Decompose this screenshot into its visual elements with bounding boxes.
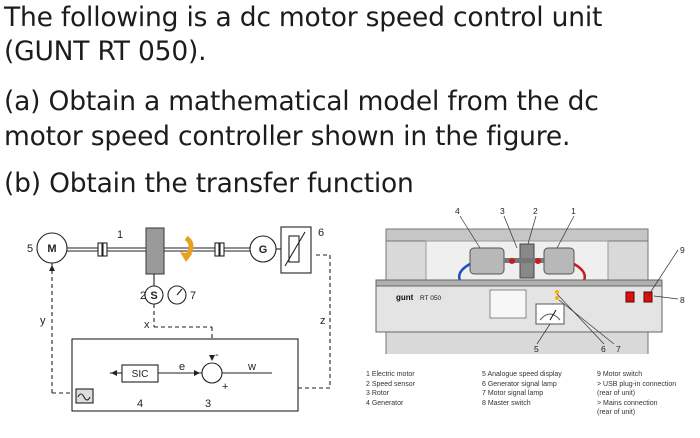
callout-1: 1	[571, 206, 576, 216]
legend-item: 6 Generator signal lamp	[482, 380, 562, 390]
controller-label: SIC	[132, 369, 149, 380]
sensor-label: S	[150, 290, 157, 302]
callout-7: 7	[616, 344, 621, 354]
brand-logo: gunt	[396, 293, 414, 302]
signal-z: z	[320, 315, 326, 327]
legend-column-1: 1 Electric motor 2 Speed sensor 3 Rotor …	[366, 370, 415, 408]
question-part-a-line-1: (a) Obtain a mathematical model from the…	[4, 86, 599, 118]
callout-3: 3	[500, 206, 505, 216]
legend-item: (rear of unit)	[597, 408, 676, 418]
legend-item: 8 Master switch	[482, 399, 562, 409]
minus-sign: -	[215, 349, 219, 361]
callout-8: 8	[680, 295, 685, 305]
callout-2: 2	[533, 206, 538, 216]
legend-item: 7 Motor signal lamp	[482, 389, 562, 399]
signal-w: w	[247, 361, 256, 373]
question-line-1: The following is a dc motor speed contro…	[4, 2, 602, 34]
schematic-num-6: 6	[318, 227, 324, 239]
legend-item: > Mains connection	[597, 399, 676, 409]
schematic-num-2: 2	[140, 290, 146, 302]
signal-x: x	[144, 319, 150, 331]
control-schematic: M G S SIC 1 2 3 4 5 6 7 y x z e w - +	[0, 210, 345, 438]
plus-sign: +	[222, 381, 228, 393]
callout-5: 5	[534, 344, 539, 354]
legend-item: 5 Analogue speed display	[482, 370, 562, 380]
schematic-num-5: 5	[27, 243, 33, 255]
question-part-a-line-2: motor speed controller shown in the figu…	[4, 121, 570, 153]
model-label: RT 050	[420, 295, 441, 302]
signal-e: e	[179, 361, 185, 373]
motor-label: M	[47, 243, 56, 255]
legend-item: 3 Rotor	[366, 389, 415, 399]
callout-4: 4	[455, 206, 460, 216]
legend-column-2: 5 Analogue speed display 6 Generator sig…	[482, 370, 562, 408]
legend-item: 2 Speed sensor	[366, 380, 415, 390]
legend-item: > USB plug-in connection	[597, 380, 676, 390]
schematic-num-4: 4	[137, 398, 143, 410]
device-illustration: gunt RT 050 4 3 2 1 9 8 5 6 7	[352, 204, 698, 354]
callout-9: 9	[680, 245, 685, 255]
schematic-num-1: 1	[117, 229, 123, 241]
legend-item: 9 Motor switch	[597, 370, 676, 380]
legend-column-3: 9 Motor switch > USB plug-in connection …	[597, 370, 676, 418]
legend-item: 4 Generator	[366, 399, 415, 409]
schematic-num-3: 3	[205, 398, 211, 410]
legend-item: (rear of unit)	[597, 389, 676, 399]
question-part-b: (b) Obtain the transfer function	[4, 168, 414, 200]
callout-6: 6	[601, 344, 606, 354]
schematic-num-7: 7	[190, 290, 196, 302]
generator-label: G	[259, 244, 268, 256]
legend-item: 1 Electric motor	[366, 370, 415, 380]
question-line-2: (GUNT RT 050).	[4, 36, 206, 68]
signal-y: y	[40, 315, 46, 327]
